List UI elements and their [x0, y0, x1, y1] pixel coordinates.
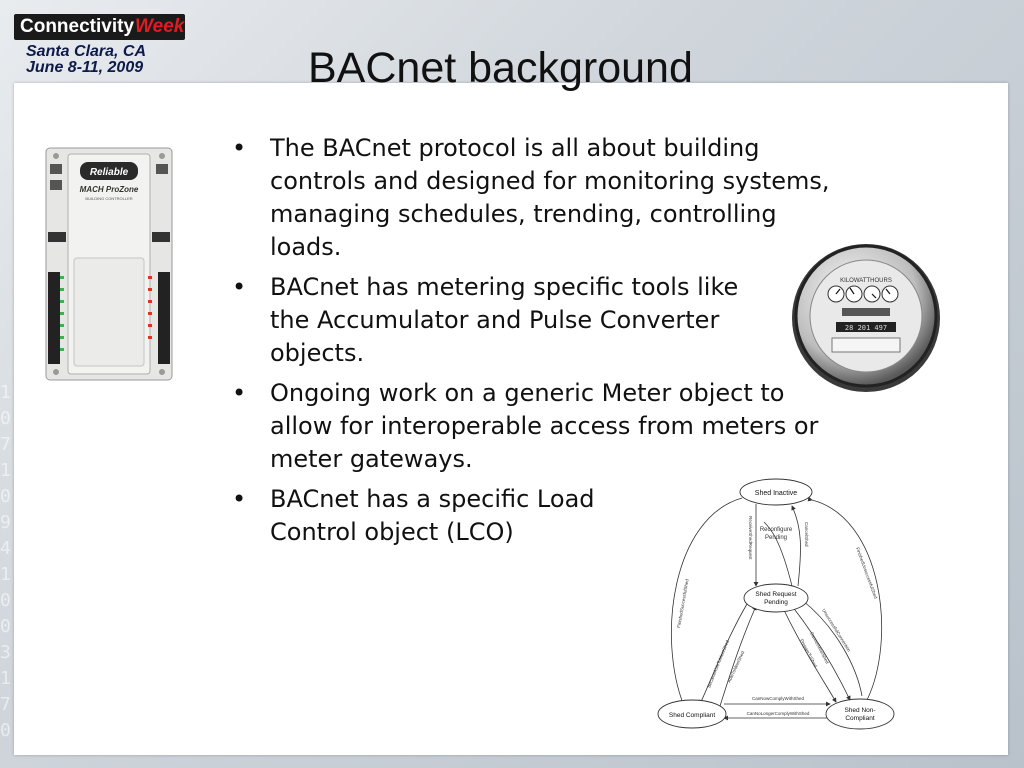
meter-unit-label: KILOWATTHOURS	[840, 278, 892, 284]
state-shed-noncompliant-line1: Shed Non-	[844, 707, 875, 714]
transition-able-to-meet-shed: AbleToMeetShed	[726, 650, 745, 684]
logo-week-text: Week	[135, 16, 185, 37]
load-control-state-diagram: Shed Inactive Reconfigure Pending Shed R…	[657, 478, 895, 730]
logo-brand-text: Connectivity	[20, 16, 135, 37]
state-shed-request-pending-line1: Shed Request	[755, 591, 796, 598]
transition-cancel-shed: CancelShed	[804, 522, 809, 547]
transition-can-no-longer-comply: CanNoLongerComplyWithShed	[747, 711, 810, 716]
bullet-item: BACnet has a specific Load Control objec…	[232, 483, 650, 549]
transition-unsuccessful-connection: UnsuccessfulConnection	[821, 608, 852, 653]
transition-finished-unsuccessful-shed: FinishedUnsuccessfulShed	[855, 547, 878, 600]
state-reconfigure-pending-line1: Reconfigure	[760, 527, 793, 533]
device-brand-label: Reliable	[90, 167, 129, 178]
bullet-item: Ongoing work on a generic Meter object t…	[232, 377, 850, 476]
slide-title: BACnet background	[308, 44, 693, 92]
state-reconfigure-pending-line2: Pending	[765, 535, 787, 541]
state-shed-compliant: Shed Compliant	[669, 712, 715, 719]
event-location: Santa Clara, CA	[26, 43, 147, 60]
event-info: Santa Clara, CA June 8-11, 2009	[26, 44, 146, 76]
state-shed-inactive: Shed Inactive	[755, 490, 798, 497]
bullet-item: BACnet has metering specific tools like …	[232, 271, 740, 370]
bacnet-controller-image: Reliable MACH ProZone BUILDING CONTROLLE…	[45, 147, 173, 381]
device-subtitle-label: BUILDING CONTROLLER	[85, 196, 132, 201]
state-shed-noncompliant-line2: Compliant	[845, 715, 874, 722]
transition-can-now-comply: CanNowComplyWithShed	[752, 696, 805, 701]
meter-reading: 28 201 497	[845, 324, 887, 332]
transition-receive-shed-request: ReceiveShedRequest	[748, 516, 753, 560]
state-shed-request-pending-line2: Pending	[764, 599, 788, 606]
event-dates: June 8-11, 2009	[26, 59, 144, 76]
transition-finished-successful-shed: FinishedSuccessfulShed	[676, 578, 690, 628]
bullet-item: The BACnet protocol is all about buildin…	[232, 132, 852, 264]
bullet-list: The BACnet protocol is all about buildin…	[232, 132, 852, 556]
electric-meter-image: KILOWATTHOURS 28 201 497	[792, 244, 940, 392]
device-model-label: MACH ProZone	[80, 185, 139, 194]
